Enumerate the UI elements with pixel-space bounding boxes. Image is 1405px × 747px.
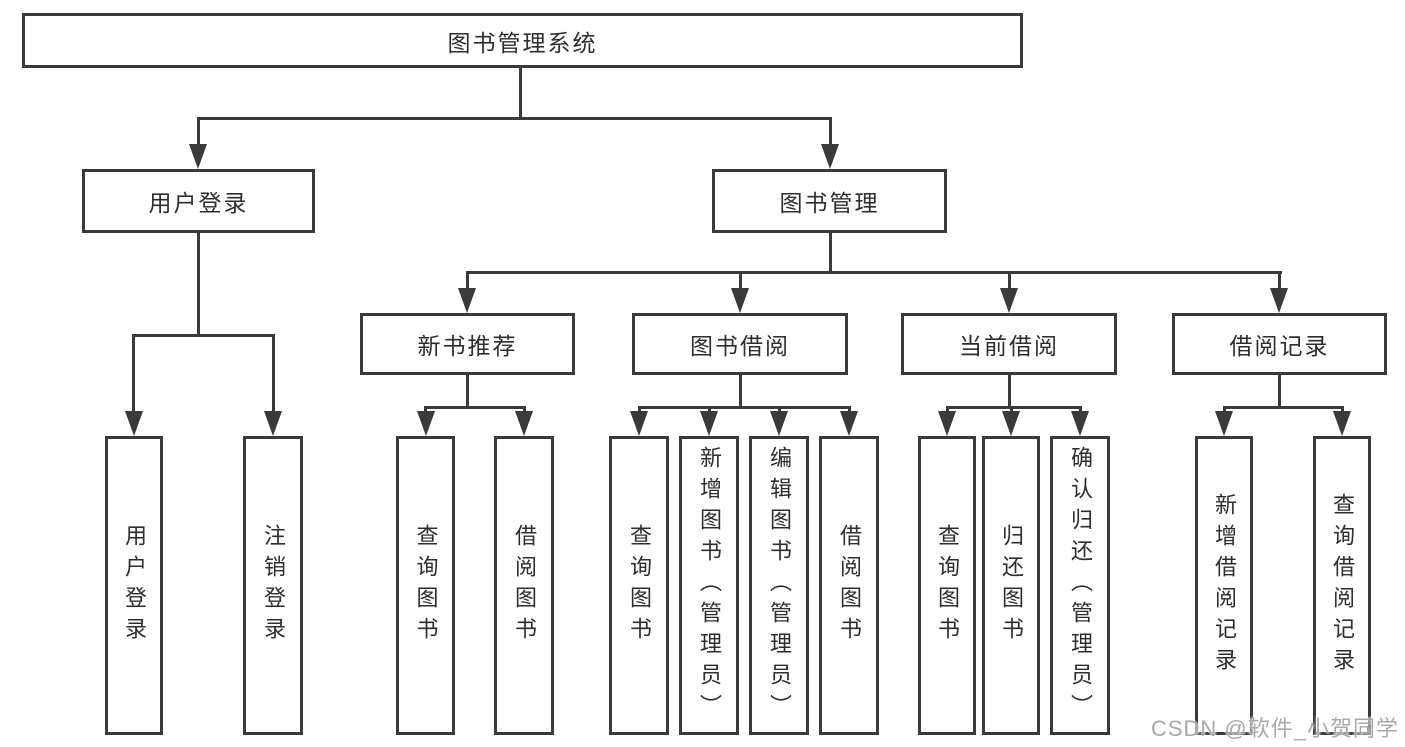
connector-leaf-stub bbox=[523, 406, 526, 414]
leaf-label: 归还图书 bbox=[999, 523, 1024, 648]
leaf-add-borrow-record: 新增借阅记录 bbox=[1195, 436, 1253, 735]
leaf-label: 用户登录 bbox=[122, 523, 147, 648]
node-root: 图书管理系统 bbox=[22, 13, 1023, 68]
connector-leaf-stub bbox=[946, 406, 949, 414]
leaf-borrow-books-borrow: 借阅图书 bbox=[819, 436, 879, 735]
node-current-borrow: 当前借阅 bbox=[901, 313, 1117, 375]
arrow-down-icon bbox=[515, 411, 533, 436]
leaf-query-borrow-record: 查询借阅记录 bbox=[1313, 436, 1371, 735]
connector-user-login-stub bbox=[197, 117, 200, 147]
connector-stub bbox=[739, 271, 742, 293]
arrow-down-icon bbox=[840, 411, 858, 436]
arrow-down-icon bbox=[458, 288, 476, 313]
connector-leaf-stub bbox=[132, 334, 135, 414]
connector-root-drop bbox=[519, 68, 522, 119]
connector-level2-bar bbox=[466, 271, 1282, 274]
node-user-login: 用户登录 bbox=[82, 169, 315, 233]
connector-book-mgmt-drop bbox=[829, 233, 832, 273]
connector-borrow-bar bbox=[638, 406, 850, 409]
leaf-user-login: 用户登录 bbox=[105, 436, 163, 735]
leaf-query-books-borrow: 查询图书 bbox=[609, 436, 669, 735]
leaf-query-books-current: 查询图书 bbox=[918, 436, 976, 735]
node-book-borrow: 图书借阅 bbox=[632, 313, 848, 375]
arrow-down-icon bbox=[1270, 288, 1288, 313]
arrow-down-icon bbox=[731, 288, 749, 313]
connector-leaf-stub bbox=[848, 406, 851, 414]
leaf-logout: 注销登录 bbox=[243, 436, 303, 735]
connector-current-bar bbox=[946, 406, 1082, 409]
connector-records-bar bbox=[1223, 406, 1344, 409]
connector-leaf-stub bbox=[778, 406, 781, 414]
leaf-label: 借阅图书 bbox=[512, 523, 537, 648]
arrow-down-icon bbox=[1333, 411, 1351, 436]
connector-newrec-drop bbox=[466, 375, 469, 408]
leaf-label: 注销登录 bbox=[261, 523, 286, 648]
arrow-down-icon bbox=[1002, 411, 1020, 436]
arrow-down-icon bbox=[630, 411, 648, 436]
connector-current-drop bbox=[1008, 375, 1011, 408]
arrow-down-icon bbox=[821, 144, 839, 169]
connector-stub bbox=[1008, 271, 1011, 293]
connector-leaf-stub bbox=[638, 406, 641, 414]
leaf-label: 查询图书 bbox=[627, 523, 652, 648]
arrow-down-icon bbox=[125, 411, 143, 436]
connector-stub bbox=[466, 271, 469, 293]
leaf-label: 查询图书 bbox=[413, 523, 439, 648]
connector-records-drop bbox=[1278, 375, 1281, 408]
connector-leaf-stub bbox=[1341, 406, 1344, 414]
arrow-down-icon bbox=[770, 411, 788, 436]
arrow-down-icon bbox=[938, 411, 956, 436]
leaf-label: 新增图书（管理员） bbox=[697, 446, 722, 725]
leaf-label: 编辑图书（管理员） bbox=[767, 446, 792, 725]
connector-leaf-stub bbox=[1223, 406, 1226, 414]
connector-leaf-stub bbox=[1010, 406, 1013, 414]
arrow-down-icon bbox=[1000, 288, 1018, 313]
arrow-down-icon bbox=[700, 411, 718, 436]
connector-newrec-bar bbox=[424, 406, 525, 409]
leaf-label: 查询图书 bbox=[935, 523, 960, 648]
leaf-label: 查询借阅记录 bbox=[1330, 492, 1355, 679]
arrow-down-icon bbox=[417, 411, 435, 436]
arrow-down-icon bbox=[1071, 411, 1089, 436]
leaf-return-books: 归还图书 bbox=[982, 436, 1040, 735]
leaf-confirm-return-admin: 确认归还（管理员） bbox=[1050, 436, 1110, 735]
node-book-management: 图书管理 bbox=[712, 169, 947, 233]
leaf-label: 借阅图书 bbox=[837, 523, 862, 648]
arrow-down-icon bbox=[264, 411, 282, 436]
node-borrow-records: 借阅记录 bbox=[1172, 313, 1387, 375]
leaf-add-book-admin: 新增图书（管理员） bbox=[679, 436, 739, 735]
arrow-down-icon bbox=[189, 144, 207, 169]
connector-level1-bar bbox=[197, 117, 832, 120]
connector-book-mgmt-stub bbox=[829, 117, 832, 147]
connector-user-login-drop bbox=[197, 233, 200, 336]
connector-leaf-stub bbox=[708, 406, 711, 414]
leaf-edit-book-admin: 编辑图书（管理员） bbox=[749, 436, 809, 735]
connector-leaf-stub bbox=[424, 406, 427, 414]
watermark: CSDN @软件_小贺同学 bbox=[1150, 716, 1399, 741]
connector-leaf-stub bbox=[272, 334, 275, 414]
connector-user-login-bar bbox=[132, 334, 275, 337]
connector-stub bbox=[1278, 271, 1281, 293]
connector-borrow-drop bbox=[739, 375, 742, 408]
node-new-book-recommend: 新书推荐 bbox=[360, 313, 575, 375]
leaf-borrow-books-newrec: 借阅图书 bbox=[494, 436, 554, 735]
arrow-down-icon bbox=[1215, 411, 1233, 436]
connector-leaf-stub bbox=[1079, 406, 1082, 414]
leaf-label: 确认归还（管理员） bbox=[1068, 446, 1093, 725]
leaf-label: 新增借阅记录 bbox=[1212, 492, 1237, 679]
leaf-query-books-newrec: 查询图书 bbox=[396, 436, 455, 735]
